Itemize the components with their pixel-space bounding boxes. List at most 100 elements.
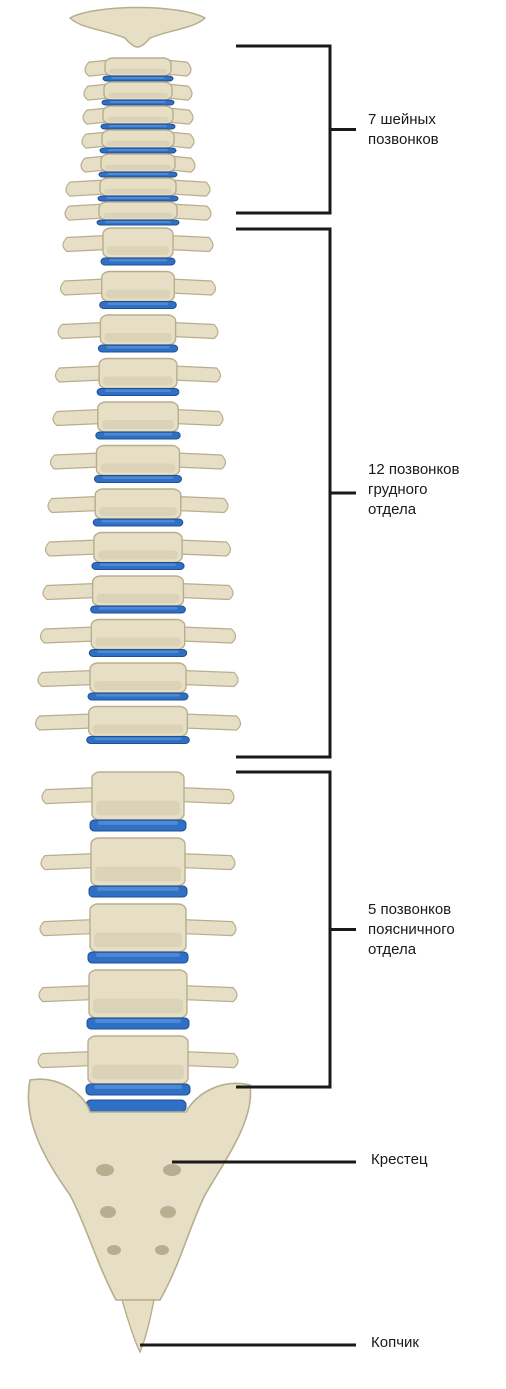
disc-highlight	[100, 564, 176, 566]
thoracic-process-left	[38, 671, 94, 687]
sacral-foramen	[160, 1206, 176, 1218]
disc-highlight	[96, 694, 180, 696]
lumbar-process-left	[38, 1052, 92, 1068]
disc-highlight	[110, 101, 166, 103]
cervical-process-right	[173, 204, 211, 220]
thoracic-vertebra-shade	[104, 333, 171, 342]
disc-highlight	[101, 520, 175, 522]
disc-highlight	[105, 390, 171, 392]
lumbar-vertebra-shade	[94, 933, 182, 947]
lumbar-process-right	[180, 788, 234, 804]
coccyx-label: Копчик	[371, 1333, 419, 1353]
lumbar-vertebra-shade	[93, 999, 183, 1013]
lumbar-process-left	[42, 788, 96, 804]
thoracic-vertebra-shade	[98, 551, 178, 560]
thoracic-process-right	[174, 410, 223, 426]
thoracic-process-right	[169, 236, 213, 252]
thoracic-process-left	[41, 627, 96, 643]
disc-highlight	[105, 221, 171, 223]
disc-highlight	[103, 477, 174, 479]
sacral-foramen	[155, 1245, 169, 1255]
thoracic-process-right	[178, 540, 230, 556]
disc-highlight	[109, 259, 167, 261]
cervical-process-left	[66, 180, 104, 196]
cervical-vertebra-shade	[109, 69, 167, 74]
disc-highlight	[94, 1085, 182, 1089]
lumbar-process-right	[181, 854, 235, 870]
sacral-foramen	[96, 1164, 114, 1176]
disc-highlight	[106, 346, 169, 348]
lumbar-vertebra-shade	[92, 1065, 184, 1079]
thoracic-process-left	[48, 497, 99, 513]
cervical-vertebra-shade	[108, 93, 168, 98]
cervical-process-right	[172, 180, 210, 196]
lumbar-vertebra-shade	[95, 867, 181, 881]
thoracic-process-left	[63, 236, 107, 252]
sacral-foramen	[107, 1245, 121, 1255]
thoracic-vertebra-shade	[95, 638, 180, 647]
disc-highlight	[99, 607, 178, 609]
sacrum	[28, 1079, 250, 1300]
disc-highlight	[109, 125, 167, 127]
sacral-foramen	[100, 1206, 116, 1218]
disc-highlight	[95, 738, 182, 740]
thoracic-process-right	[183, 714, 240, 730]
lumbar-process-left	[39, 986, 93, 1002]
thoracic-bracket	[236, 229, 330, 757]
sacrum-label: Крестец	[371, 1150, 428, 1170]
lumbar-process-right	[182, 920, 236, 936]
thoracic-process-right	[181, 627, 236, 643]
lumbar-process-right	[183, 986, 237, 1002]
thoracic-process-right	[170, 279, 215, 295]
disc-highlight	[97, 651, 178, 653]
thoracic-vertebra-shade	[99, 507, 177, 516]
thoracic-vertebra-shade	[102, 420, 174, 429]
disc-highlight	[106, 197, 170, 199]
lumbar-process-left	[41, 854, 95, 870]
cervical-process-left	[65, 204, 103, 220]
cervical-vertebra-shade	[104, 189, 172, 194]
thoracic-process-left	[61, 279, 106, 295]
thoracic-vertebra-shade	[101, 464, 176, 473]
disc-highlight	[108, 149, 168, 151]
thoracic-process-left	[46, 540, 98, 556]
sacral-foramen	[163, 1164, 181, 1176]
thoracic-process-right	[179, 584, 233, 600]
disc-highlight	[96, 953, 180, 957]
thoracic-process-left	[58, 323, 104, 339]
disc-highlight	[95, 1019, 181, 1023]
lumbar-vertebra-shade	[96, 801, 180, 815]
disc-highlight	[97, 887, 179, 891]
thoracic-process-right	[173, 366, 221, 382]
thoracic-process-left	[51, 453, 101, 469]
thoracic-process-left	[56, 366, 104, 382]
thoracic-process-right	[182, 671, 238, 687]
lumbar-label: 5 позвонков поясничного отдела	[368, 900, 455, 960]
lumbar-process-left	[40, 920, 94, 936]
disc-highlight	[108, 303, 169, 305]
sacrum-disc	[86, 1100, 186, 1112]
lumbar-process-right	[184, 1052, 238, 1068]
thoracic-process-right	[177, 497, 228, 513]
disc-highlight	[107, 173, 169, 175]
cervical-vertebra-shade	[103, 213, 173, 218]
thoracic-vertebra-shade	[103, 377, 173, 386]
cervical-label: 7 шейных позвонков	[368, 110, 439, 150]
thoracic-process-left	[53, 410, 102, 426]
cervical-vertebra-shade	[107, 117, 169, 122]
cervical-bracket	[236, 46, 330, 213]
thoracic-label: 12 позвонков грудного отдела	[368, 460, 460, 520]
cervical-vertebra-shade	[106, 141, 170, 146]
thoracic-process-right	[176, 453, 226, 469]
thoracic-vertebra-shade	[107, 246, 169, 255]
thoracic-vertebra-shade	[106, 290, 171, 299]
disc-highlight	[111, 77, 165, 79]
thoracic-vertebra-shade	[94, 681, 182, 690]
disc-highlight	[98, 821, 178, 825]
thoracic-vertebra-shade	[97, 594, 180, 603]
thoracic-process-left	[43, 584, 97, 600]
thoracic-process-left	[36, 714, 93, 730]
disc-highlight	[104, 433, 172, 435]
thoracic-process-right	[172, 323, 218, 339]
